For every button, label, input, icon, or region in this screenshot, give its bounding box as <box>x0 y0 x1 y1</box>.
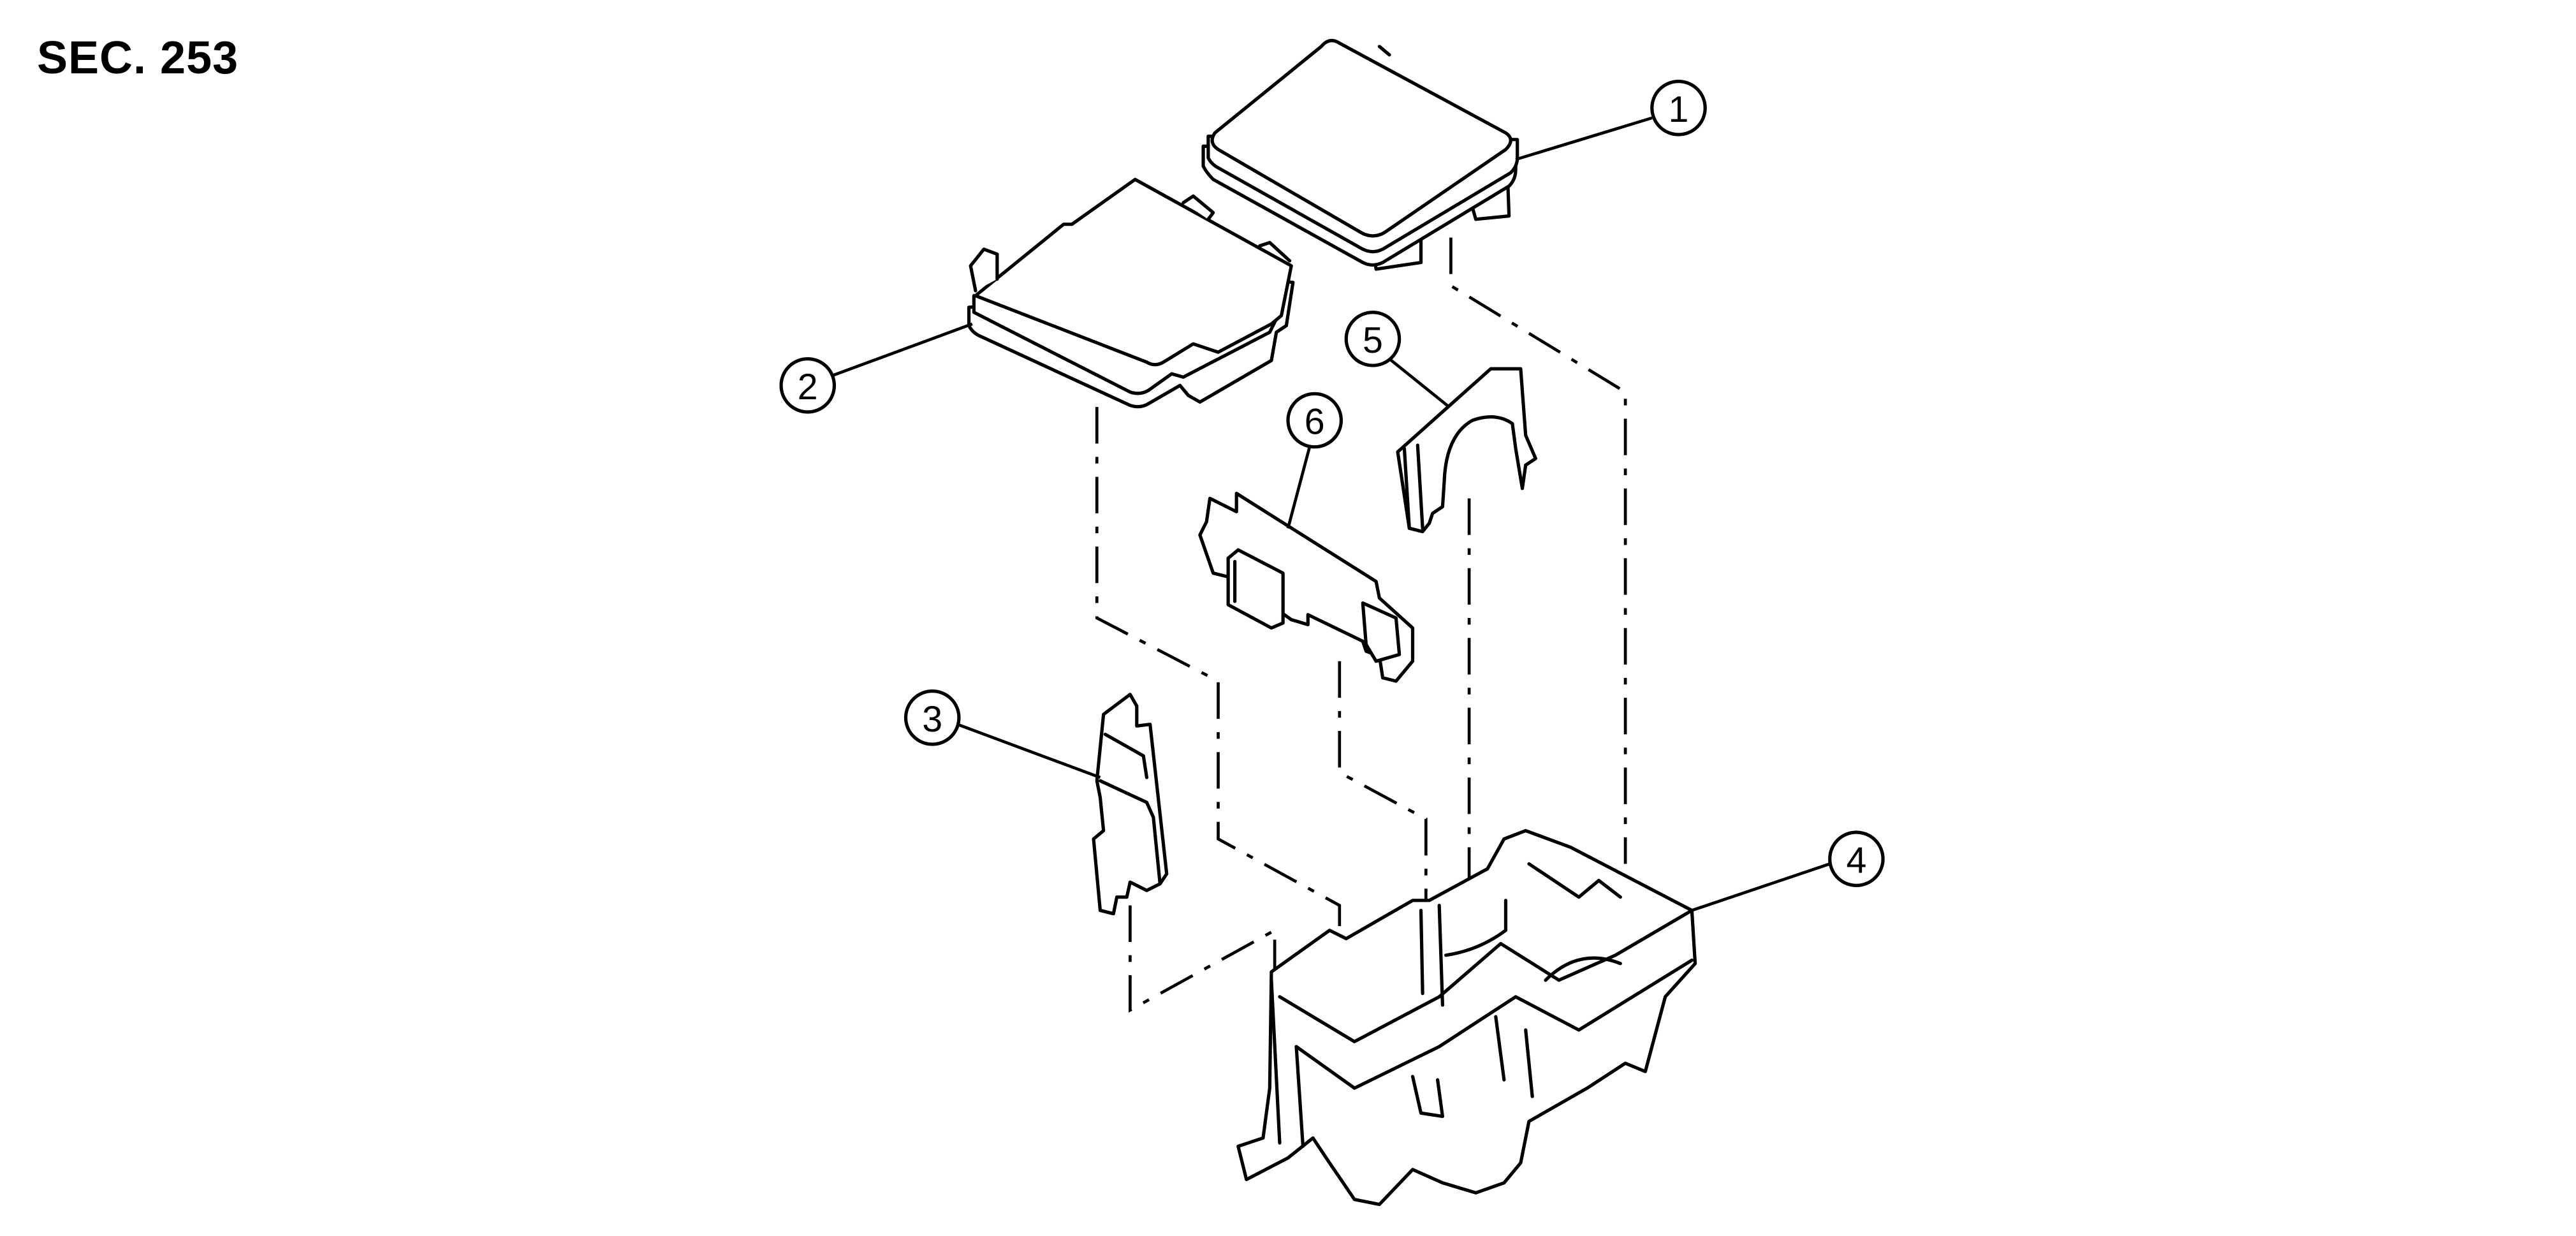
part-1-upper-cover <box>1201 38 1519 271</box>
part-5-partition <box>1396 367 1537 534</box>
part-3-side-bracket <box>1092 693 1169 916</box>
callout-number: 4 <box>1846 840 1866 881</box>
callout-1: 1 <box>1650 80 1707 136</box>
callout-number: 2 <box>798 367 818 408</box>
callout-3: 3 <box>904 689 961 746</box>
callout-4: 4 <box>1828 830 1885 887</box>
callout-number: 1 <box>1669 89 1689 130</box>
part-2-cover <box>967 177 1295 409</box>
callout-number: 3 <box>922 699 942 740</box>
callout-6: 6 <box>1286 392 1343 449</box>
callout-2: 2 <box>779 357 837 414</box>
callout-number: 5 <box>1363 320 1383 361</box>
part-4-box-base <box>1236 828 1697 1207</box>
callout-5: 5 <box>1344 311 1401 367</box>
section-label: SEC. 253 <box>37 33 239 84</box>
part-6-connector-plate <box>1198 492 1415 683</box>
callout-number: 6 <box>1305 402 1325 443</box>
leader-lines <box>832 116 1831 912</box>
